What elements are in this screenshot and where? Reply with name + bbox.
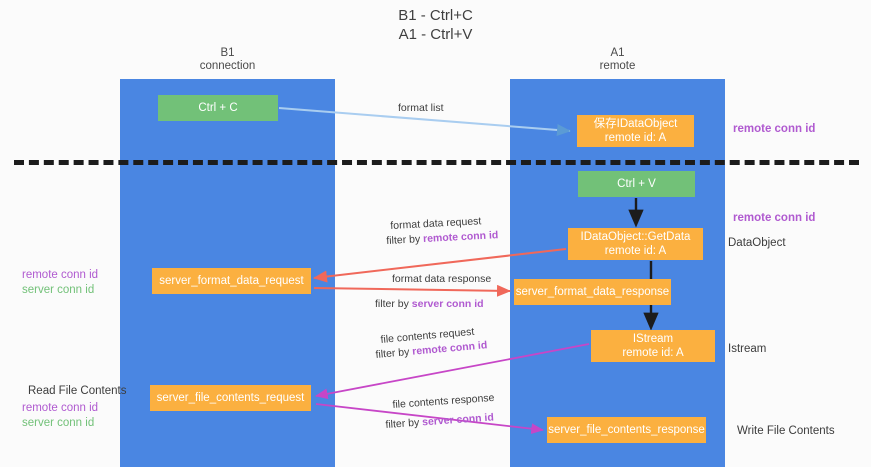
node-server-file-contents-request[interactable]: server_file_contents_request bbox=[150, 385, 311, 411]
node-idataobject-getdata[interactable]: IDataObject::GetData remote id: A bbox=[568, 228, 703, 260]
edge-label-format-data-response-filter: filter by server conn id bbox=[375, 297, 484, 311]
filter-prefix: filter by bbox=[375, 298, 412, 310]
edge-format-data-response bbox=[313, 284, 511, 297]
annotation-read-file-contents: Read File Contents bbox=[28, 385, 127, 397]
annotation-server-conn-id-left-2: server conn id bbox=[22, 417, 95, 429]
edge-format-list bbox=[278, 107, 571, 136]
annotation-left-conn-ids-bottom: remote conn id server conn id bbox=[22, 401, 98, 431]
edge-format-data-request bbox=[313, 248, 567, 283]
edge-label-format-list: format list bbox=[398, 102, 444, 114]
filter-key-server-conn-id: server conn id bbox=[411, 298, 484, 310]
annotation-remote-conn-id-left-1: remote conn id bbox=[22, 269, 99, 281]
edge-file-contents-request bbox=[315, 343, 590, 400]
filter-prefix: filter by bbox=[386, 233, 424, 247]
node-ctrl-v[interactable]: Ctrl + V bbox=[578, 171, 695, 197]
node-save-data-object[interactable]: 保存IDataObject remote id: A bbox=[577, 115, 694, 147]
annotation-remote-conn-id-top: remote conn id bbox=[733, 123, 816, 135]
annotation-data-object: DataObject bbox=[728, 237, 786, 249]
node-server-format-data-response[interactable]: server_format_data_response bbox=[514, 279, 671, 305]
annotation-remote-conn-id-mid: remote conn id bbox=[733, 212, 816, 224]
filter-prefix: filter by bbox=[385, 416, 423, 431]
phase-divider bbox=[14, 160, 859, 165]
edge-file-contents-response bbox=[315, 403, 544, 435]
node-istream[interactable]: IStream remote id: A bbox=[591, 330, 715, 362]
annotation-remote-conn-id-left-2: remote conn id bbox=[22, 402, 99, 414]
filter-prefix: filter by bbox=[375, 345, 413, 361]
lane-header-b1: B1 connection bbox=[199, 47, 256, 72]
lane-header-a1: A1 remote bbox=[599, 47, 636, 72]
node-server-format-data-request[interactable]: server_format_data_request bbox=[152, 268, 311, 294]
annotation-istream: Istream bbox=[728, 343, 767, 355]
edge-label-format-data-response: format data response bbox=[392, 273, 492, 285]
node-server-file-contents-response[interactable]: server_file_contents_response bbox=[547, 417, 706, 443]
diagram-title: B1 - Ctrl+C A1 - Ctrl+V bbox=[398, 7, 473, 43]
annotation-left-conn-ids-top: remote conn id server conn id bbox=[22, 268, 98, 298]
annotation-server-conn-id-left-1: server conn id bbox=[22, 284, 95, 296]
annotation-write-file-contents: Write File Contents bbox=[737, 425, 835, 437]
filter-key-remote-conn-id: remote conn id bbox=[422, 229, 499, 246]
node-ctrl-c[interactable]: Ctrl + C bbox=[158, 95, 278, 121]
